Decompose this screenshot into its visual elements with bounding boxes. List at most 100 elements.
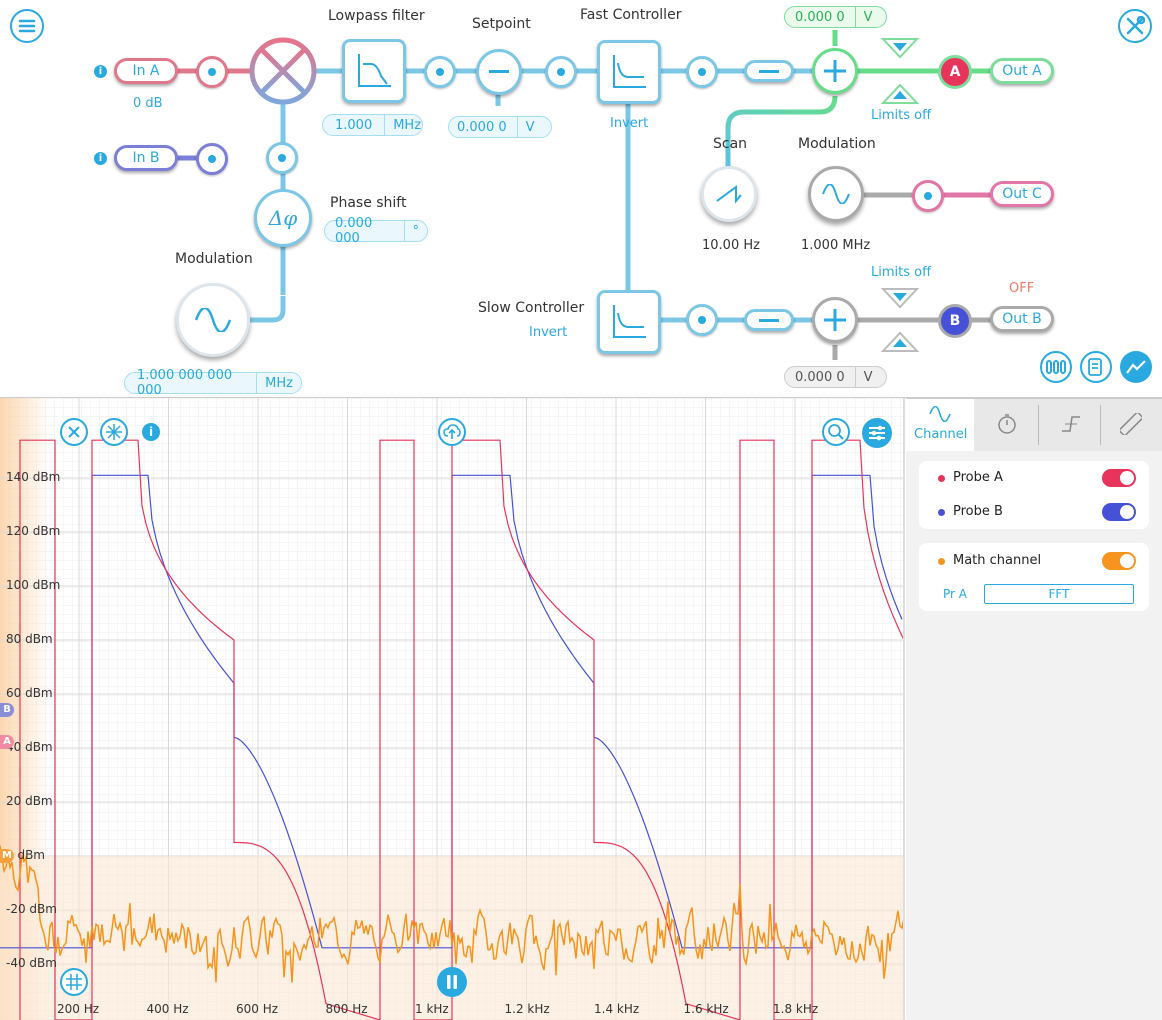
tab-channel-label: Channel — [914, 427, 968, 442]
setpoint-out-node[interactable] — [545, 56, 577, 88]
out-b-button[interactable]: Out B — [990, 306, 1054, 332]
probe-b-label: Probe B — [953, 504, 1003, 519]
pause-icon — [447, 975, 457, 989]
fast-controller-label: Fast Controller — [580, 7, 682, 23]
pause-button[interactable] — [437, 967, 467, 997]
fast-subtract-button[interactable] — [744, 60, 794, 82]
modulation-right-label: Modulation — [798, 136, 876, 152]
fast-out-node[interactable] — [686, 56, 718, 88]
scope-button[interactable] — [1120, 351, 1152, 383]
out-a-offset-field[interactable]: 0.000 0 V — [784, 6, 887, 28]
math-source-label[interactable]: Pr A — [943, 587, 967, 601]
phase-shift-block[interactable]: Δφ — [254, 189, 312, 247]
x-tick-label: 1.8 kHz — [773, 1002, 819, 1016]
upper-limit-icon[interactable] — [880, 36, 920, 60]
modulation-right-frequency: 1.000 MHz — [801, 238, 871, 253]
notes-button[interactable] — [1080, 351, 1112, 383]
x-tick-label: 1.2 kHz — [504, 1002, 550, 1016]
x-tick-label: 1.4 kHz — [594, 1002, 640, 1016]
out-b-adder[interactable] — [812, 297, 858, 343]
out-c-button[interactable]: Out C — [990, 181, 1054, 207]
phase-unit: ° — [403, 221, 428, 241]
save-data-button[interactable] — [438, 418, 466, 446]
math-function-select[interactable]: FFT — [984, 584, 1134, 604]
probe-b-toggle[interactable] — [1102, 503, 1136, 521]
modulation-freq-field[interactable]: 1.000 000 000 000 MHz — [124, 368, 302, 398]
scan-source[interactable] — [701, 166, 757, 222]
mixer-out-node[interactable] — [266, 142, 298, 174]
sparkle-icon — [106, 424, 122, 440]
setpoint-subtract-button[interactable] — [476, 49, 522, 95]
math-toggle[interactable] — [1102, 552, 1136, 570]
probe-a-toggle[interactable] — [1102, 469, 1136, 487]
ramp-icon — [716, 185, 742, 204]
out-b-badge[interactable]: B — [938, 304, 972, 338]
in-b-button[interactable]: In B — [114, 145, 178, 171]
out-c-node[interactable] — [912, 180, 944, 212]
in-a-probe-node[interactable] — [196, 56, 228, 88]
lowpass-freq-field[interactable]: 1.000 MHz — [322, 114, 423, 136]
modfreq-unit: MHz — [256, 373, 301, 393]
side-panel: Channel Probe A Probe B Math channel Pr … — [906, 399, 1162, 1020]
modulation-source-left[interactable] — [176, 283, 250, 357]
out-a-badge[interactable]: A — [938, 55, 972, 89]
in-a-gain: 0 dB — [133, 96, 163, 111]
close-icon — [68, 426, 80, 438]
slow-invert[interactable]: Invert — [529, 325, 568, 340]
close-scope-button[interactable] — [60, 418, 88, 446]
setpoint-field[interactable]: 0.000 0 V — [448, 116, 552, 138]
scope-settings-button[interactable] — [862, 418, 892, 448]
settings-button[interactable] — [1118, 9, 1152, 43]
grid-button[interactable] — [60, 968, 88, 996]
tab-trigger[interactable] — [1040, 399, 1100, 451]
slow-out-node[interactable] — [686, 304, 718, 336]
grid-icon — [66, 974, 82, 990]
mixer-icon[interactable] — [248, 36, 318, 106]
sine-icon — [194, 308, 232, 332]
graph-icon — [1126, 360, 1146, 374]
out-a-adder[interactable] — [812, 48, 858, 94]
math-dot — [938, 558, 945, 565]
lowpass-icon — [358, 54, 391, 87]
tab-separator — [1038, 405, 1039, 445]
out-a-button[interactable]: Out A — [990, 58, 1054, 84]
scope-info-button[interactable]: i — [142, 423, 160, 441]
x-tick-label: 1 kHz — [415, 1002, 449, 1016]
tab-channel[interactable]: Channel — [906, 399, 974, 451]
cloud-upload-icon — [443, 424, 461, 439]
slow-subtract-button[interactable] — [744, 309, 794, 331]
marker-a[interactable]: A — [0, 735, 14, 749]
fast-invert[interactable]: Invert — [610, 116, 649, 131]
autoscale-button[interactable] — [100, 418, 128, 446]
in-a-button[interactable]: In A — [114, 58, 178, 84]
setpoint-unit: V — [516, 117, 543, 137]
tab-bar: Channel — [906, 399, 1162, 451]
math-label: Math channel — [953, 553, 1042, 568]
zoom-button[interactable] — [822, 418, 850, 446]
sine-icon — [929, 406, 951, 422]
lower-limit-icon[interactable] — [880, 330, 920, 354]
channels-view-button[interactable] — [1040, 351, 1072, 383]
tab-measure[interactable] — [1102, 399, 1162, 451]
upper-limit-icon[interactable] — [880, 286, 920, 310]
marker-b[interactable]: B — [0, 703, 14, 717]
zoom-icon — [828, 424, 844, 440]
y-tick-label: 80 dBm — [6, 632, 53, 646]
lowpass-out-node[interactable] — [424, 56, 456, 88]
lowpass-block[interactable] — [342, 39, 406, 103]
out-b-offset-field[interactable]: 0.000 0 V — [784, 366, 887, 388]
marker-m[interactable]: M — [0, 849, 14, 863]
in-a-info-icon[interactable]: i — [94, 65, 107, 78]
in-b-info-icon[interactable]: i — [94, 152, 107, 165]
phase-field[interactable]: 0.000 000 ° — [324, 216, 428, 246]
modulation-source-right[interactable] — [808, 166, 864, 222]
in-b-probe-node[interactable] — [196, 143, 228, 175]
oscilloscope-plot[interactable] — [0, 398, 906, 1020]
x-tick-label: 600 Hz — [236, 1002, 279, 1016]
lower-limit-icon[interactable] — [880, 82, 920, 106]
tab-timebase[interactable] — [976, 399, 1038, 451]
menu-button[interactable] — [10, 9, 44, 43]
slow-controller-block[interactable] — [597, 290, 661, 354]
lowpass-unit: MHz — [384, 115, 429, 135]
fast-controller-block[interactable] — [597, 40, 661, 104]
